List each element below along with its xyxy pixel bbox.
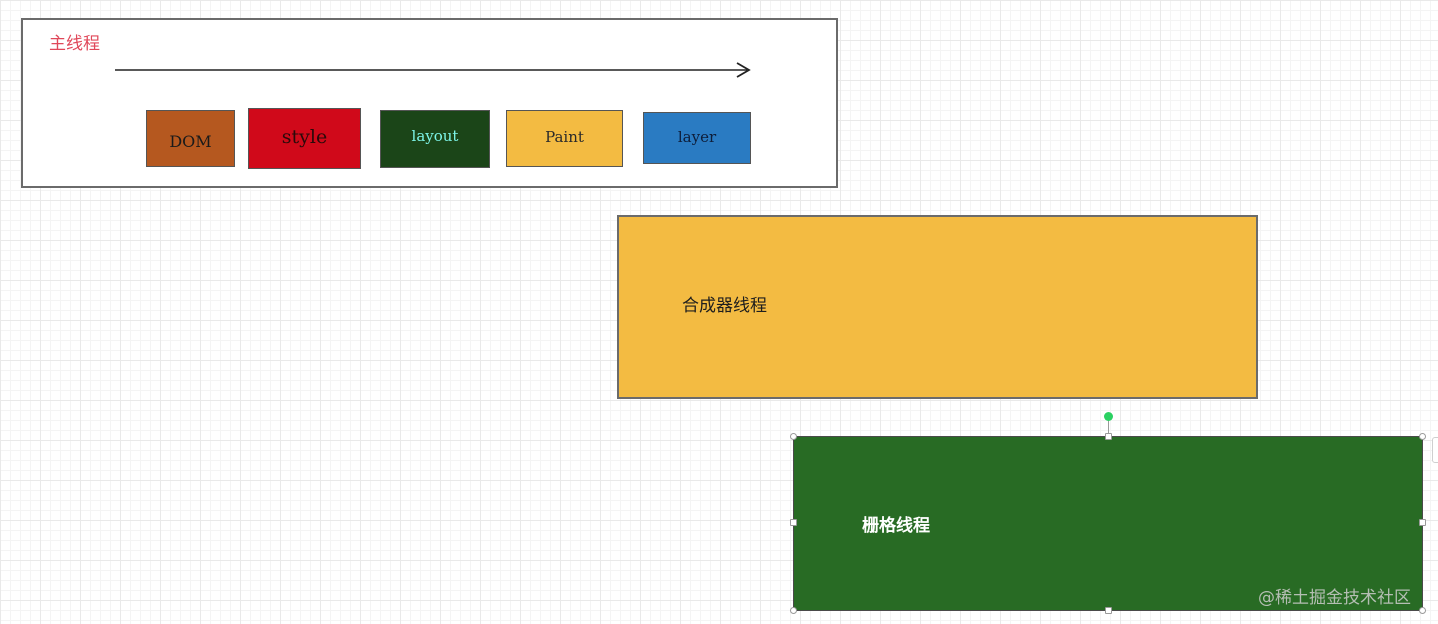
compositor-thread-box[interactable]: 合成器线程 [617, 215, 1258, 399]
rotate-handle[interactable] [1104, 412, 1113, 421]
stage-dom-box[interactable]: DOM [146, 110, 235, 167]
compositor-thread-label: 合成器线程 [682, 296, 767, 316]
rotate-handle-stem [1108, 420, 1109, 436]
stage-layout-label: layout [411, 127, 459, 145]
stage-layout-box[interactable]: layout [380, 110, 490, 168]
resize-handle-right[interactable] [1419, 519, 1426, 526]
stage-layer-box[interactable]: layer [643, 112, 751, 164]
resize-handle-bottom[interactable] [1105, 607, 1112, 614]
raster-thread-label: 栅格线程 [862, 516, 930, 536]
stage-dom-label: DOM [169, 132, 212, 151]
stage-style-box[interactable]: style [248, 108, 361, 169]
stage-layer-label: layer [677, 128, 717, 146]
resize-handle-bottom-left[interactable] [790, 607, 797, 614]
main-thread-box[interactable]: 主线程 DOM style layout Paint layer [21, 18, 838, 188]
resize-handle-bottom-right[interactable] [1419, 607, 1426, 614]
stage-paint-label: Paint [545, 127, 584, 146]
watermark: @稀土掘金技术社区 [1258, 588, 1411, 608]
stage-paint-box[interactable]: Paint [506, 110, 623, 167]
resize-handle-top-right[interactable] [1419, 433, 1426, 440]
side-panel-tab[interactable] [1432, 437, 1438, 463]
resize-handle-top-left[interactable] [790, 433, 797, 440]
timeline-arrow [115, 62, 751, 78]
main-thread-title: 主线程 [49, 34, 100, 54]
stage-style-label: style [281, 125, 328, 148]
resize-handle-left[interactable] [790, 519, 797, 526]
resize-handle-top[interactable] [1105, 433, 1112, 440]
